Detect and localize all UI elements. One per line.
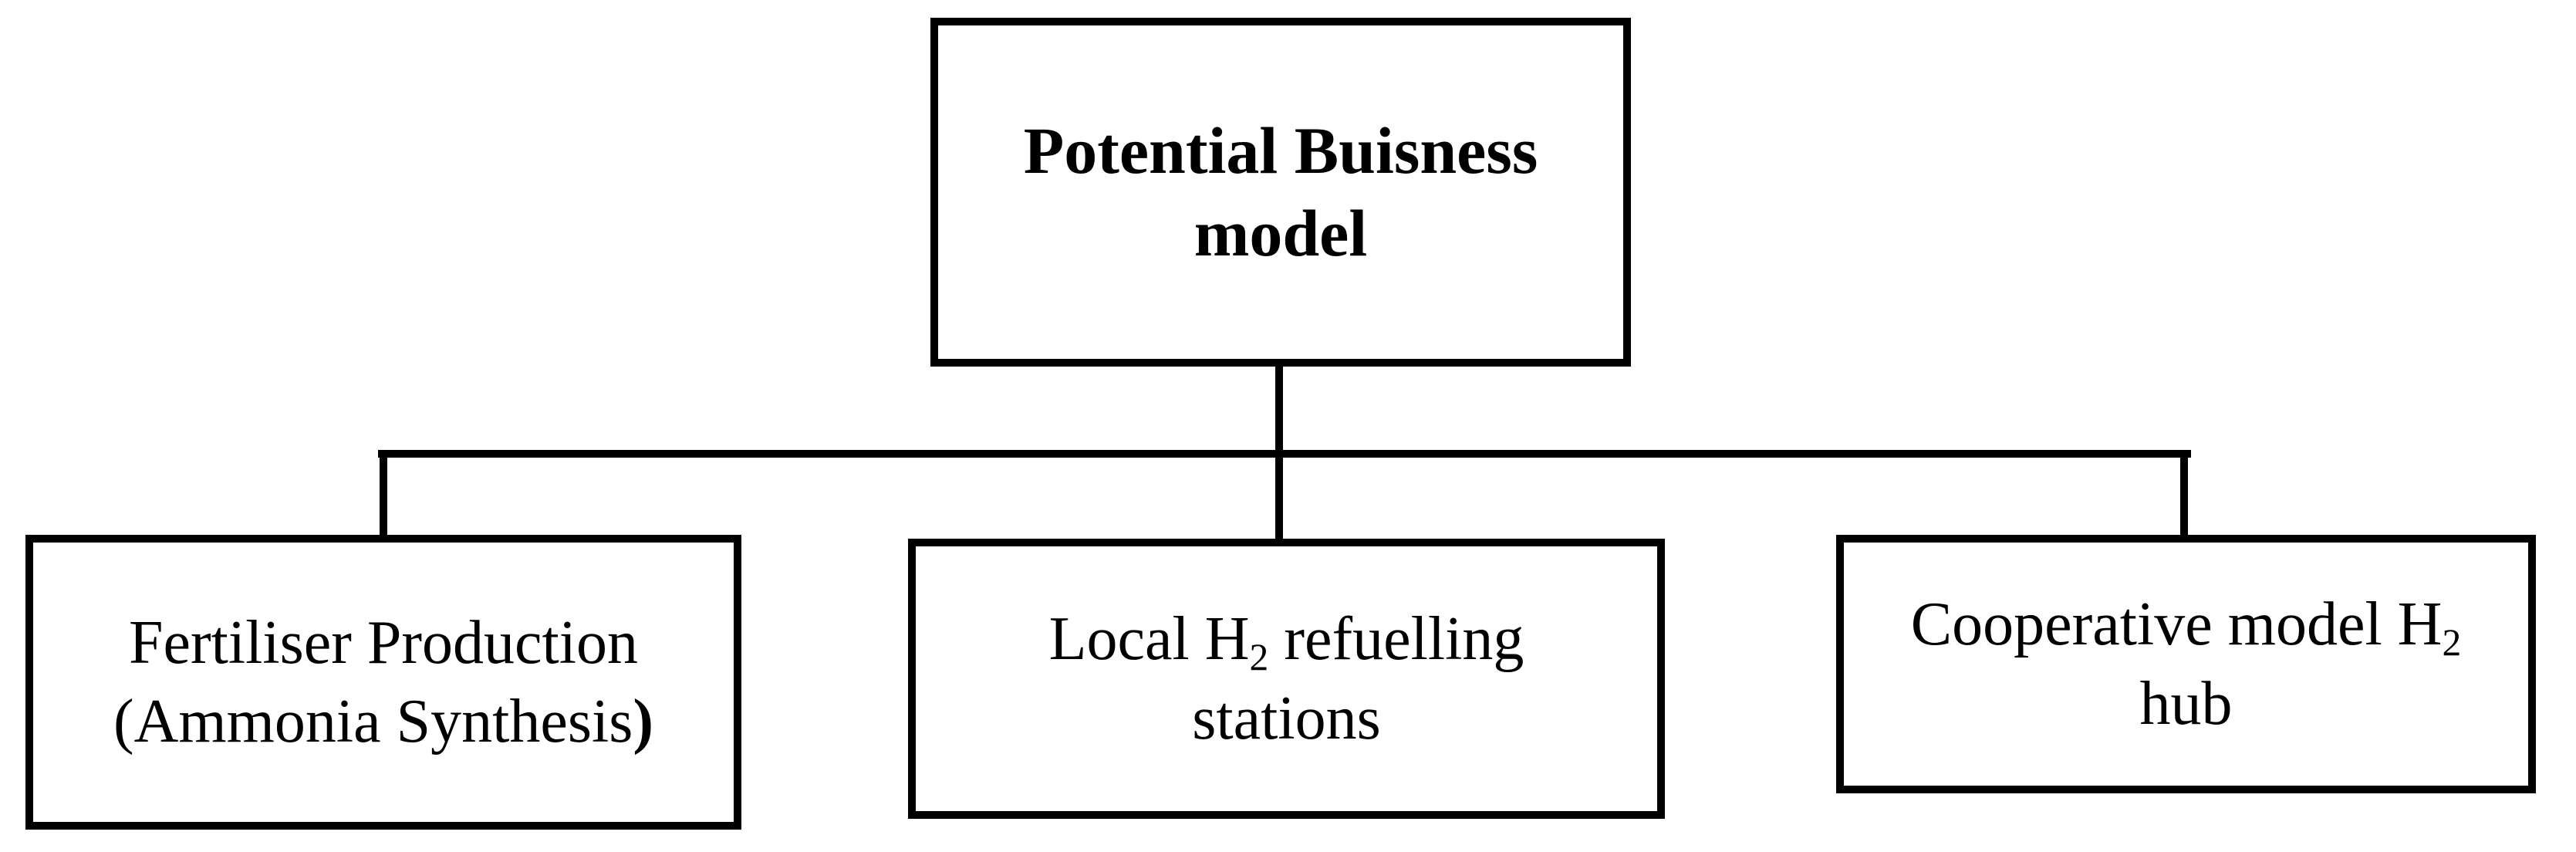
h2-subscript: 2 bbox=[1249, 635, 1269, 678]
fertiliser-line2: (Ammonia Synthesis) bbox=[113, 682, 653, 761]
h2-hub-line1-prefix: Cooperative model H bbox=[1910, 590, 2443, 659]
h2-stations-line1-suffix: refuelling bbox=[1268, 605, 1524, 674]
connector-drop-right bbox=[2180, 454, 2188, 539]
fertiliser-line2-text: (Ammonia Synthesis bbox=[113, 688, 633, 756]
h2-stations-line1: Local H2 refuelling bbox=[1049, 600, 1524, 678]
box-fertiliser-production: Fertiliser Production (Ammonia Synthesis… bbox=[25, 535, 741, 830]
fertiliser-line2-bold-paren: ) bbox=[633, 688, 653, 756]
fertiliser-line1: Fertiliser Production bbox=[129, 608, 638, 677]
box-h2-hub: Cooperative model H2 hub bbox=[1836, 535, 2536, 793]
box-h2-refuelling-stations: Local H2 refuelling stations bbox=[908, 539, 1665, 819]
h2-hub-line2: hub bbox=[2139, 669, 2233, 738]
h2-hub-line1: Cooperative model H2 bbox=[1911, 585, 2462, 664]
root-box-line2: model bbox=[1193, 196, 1368, 270]
root-box-line1: Potential Buisness bbox=[1023, 113, 1538, 188]
connector-drop-left bbox=[380, 454, 387, 539]
connector-bus bbox=[378, 450, 2191, 458]
box-potential-business-model: Potential Buisness model bbox=[930, 18, 1631, 367]
h2-stations-line2: stations bbox=[1192, 684, 1381, 752]
h2-hub-subscript: 2 bbox=[2442, 620, 2462, 664]
h2-stations-line1-prefix: Local H bbox=[1048, 605, 1250, 674]
